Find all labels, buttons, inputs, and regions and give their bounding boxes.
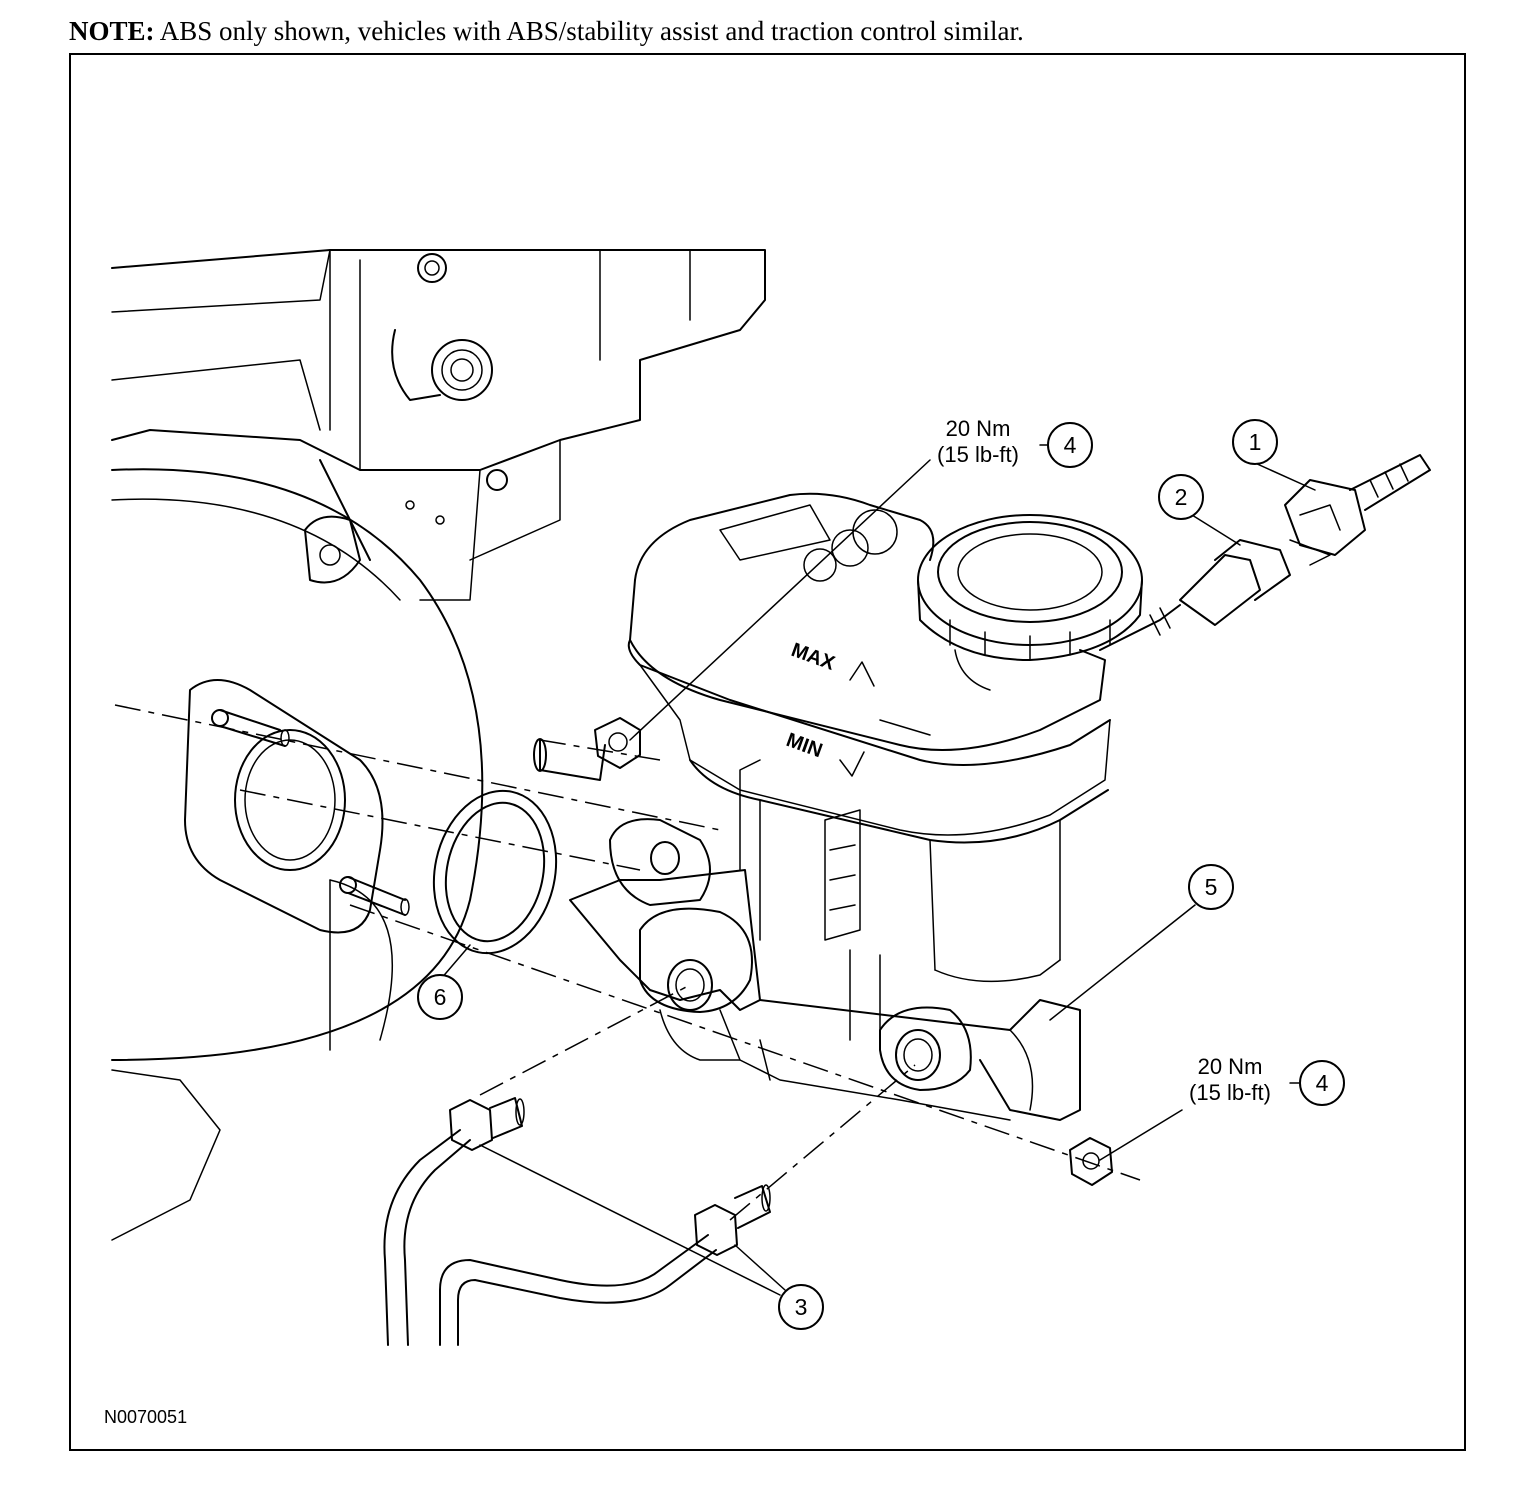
leader-lines — [439, 459, 1316, 1296]
torque-spec-bottom: 20 Nm (15 lb-ft) — [1189, 1054, 1271, 1105]
figure-id: N0070051 — [104, 1407, 187, 1427]
max-arrow-icon — [849, 661, 875, 687]
callout-4-bottom: 4 — [1289, 1060, 1345, 1106]
booster-flange — [184, 679, 410, 934]
torque-top-imperial: (15 lb-ft) — [937, 442, 1019, 467]
mounting-nut-bottom — [1069, 1137, 1113, 1186]
tube-fitting-secondary — [694, 1184, 771, 1256]
torque-top-metric: 20 Nm — [946, 416, 1011, 441]
callout-5: 5 — [1188, 864, 1234, 910]
note-text: NOTE: ABS only shown, vehicles with ABS/… — [69, 16, 1024, 47]
mounting-nut-top — [533, 717, 641, 781]
torque-bottom-imperial: (15 lb-ft) — [1189, 1080, 1271, 1105]
torque-spec-top: 20 Nm (15 lb-ft) — [937, 416, 1019, 467]
callout-2: 2 — [1158, 474, 1204, 520]
reservoir-max-mark: MAX — [788, 639, 838, 675]
seal-ring — [432, 789, 558, 955]
callout-4-top: 4 — [1039, 422, 1093, 468]
torque-bottom-metric: 20 Nm — [1198, 1054, 1263, 1079]
callout-3: 3 — [778, 1284, 824, 1330]
callout-1: 1 — [1232, 419, 1278, 465]
tube-fitting-primary — [449, 1097, 525, 1151]
master-cylinder — [569, 759, 1081, 1121]
assembly-centerlines — [114, 704, 1141, 1221]
min-arrow-icon — [839, 751, 865, 777]
svg-text:4: 4 — [1064, 432, 1077, 458]
brake-booster — [111, 459, 484, 1241]
svg-text:2: 2 — [1175, 484, 1188, 510]
reservoir-min-mark: MIN — [783, 729, 825, 762]
bulkhead-structure — [111, 249, 766, 601]
note-body: ABS only shown, vehicles with ABS/stabil… — [154, 16, 1024, 46]
fluid-level-sensor-harness — [1099, 454, 1431, 651]
svg-text:3: 3 — [795, 1294, 808, 1320]
svg-text:6: 6 — [434, 984, 447, 1010]
reservoir-cap — [917, 514, 1143, 691]
brake-fluid-reservoir: MAX MIN — [627, 492, 1111, 983]
brake-tubes — [383, 1129, 717, 1346]
svg-text:4: 4 — [1316, 1070, 1329, 1096]
diagram-frame — [69, 53, 1466, 1451]
svg-text:5: 5 — [1205, 874, 1218, 900]
svg-text:1: 1 — [1249, 429, 1262, 455]
note-label: NOTE: — [69, 16, 155, 46]
callout-6: 6 — [417, 974, 463, 1020]
